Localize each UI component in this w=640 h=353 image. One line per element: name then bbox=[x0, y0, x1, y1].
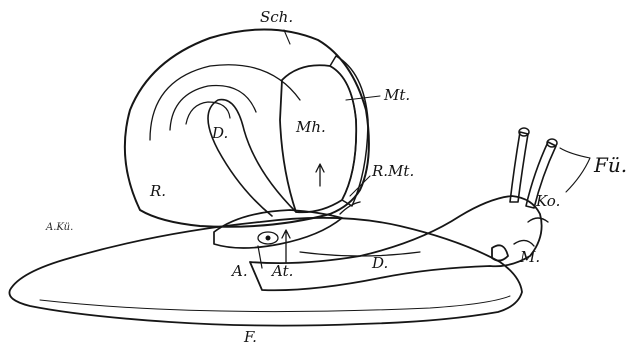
label-intestine-upper: D. bbox=[211, 124, 228, 142]
label-foot: F. bbox=[243, 328, 257, 346]
label-shell: Sch. bbox=[260, 8, 293, 26]
label-mouth: M. bbox=[519, 248, 540, 266]
label-mantle: Mt. bbox=[383, 86, 410, 104]
label-head: Ko. bbox=[535, 192, 560, 210]
leader-lines bbox=[284, 30, 590, 196]
snail-foot bbox=[9, 218, 522, 326]
snail-shell bbox=[125, 29, 420, 268]
snail-head bbox=[250, 128, 557, 290]
mantle-cavity bbox=[280, 65, 356, 212]
label-mantle-cavity: Mh. bbox=[295, 118, 326, 136]
label-respiratory-opening: At. bbox=[270, 262, 293, 280]
label-tentacles: Fü. bbox=[593, 153, 627, 177]
artist-signature: A.Kü. bbox=[45, 222, 73, 233]
label-kidney: R. bbox=[149, 182, 166, 200]
label-mantle-retractor: R.Mt. bbox=[371, 162, 414, 180]
label-anus: A. bbox=[230, 262, 248, 280]
label-intestine-lower: D. bbox=[371, 254, 388, 272]
